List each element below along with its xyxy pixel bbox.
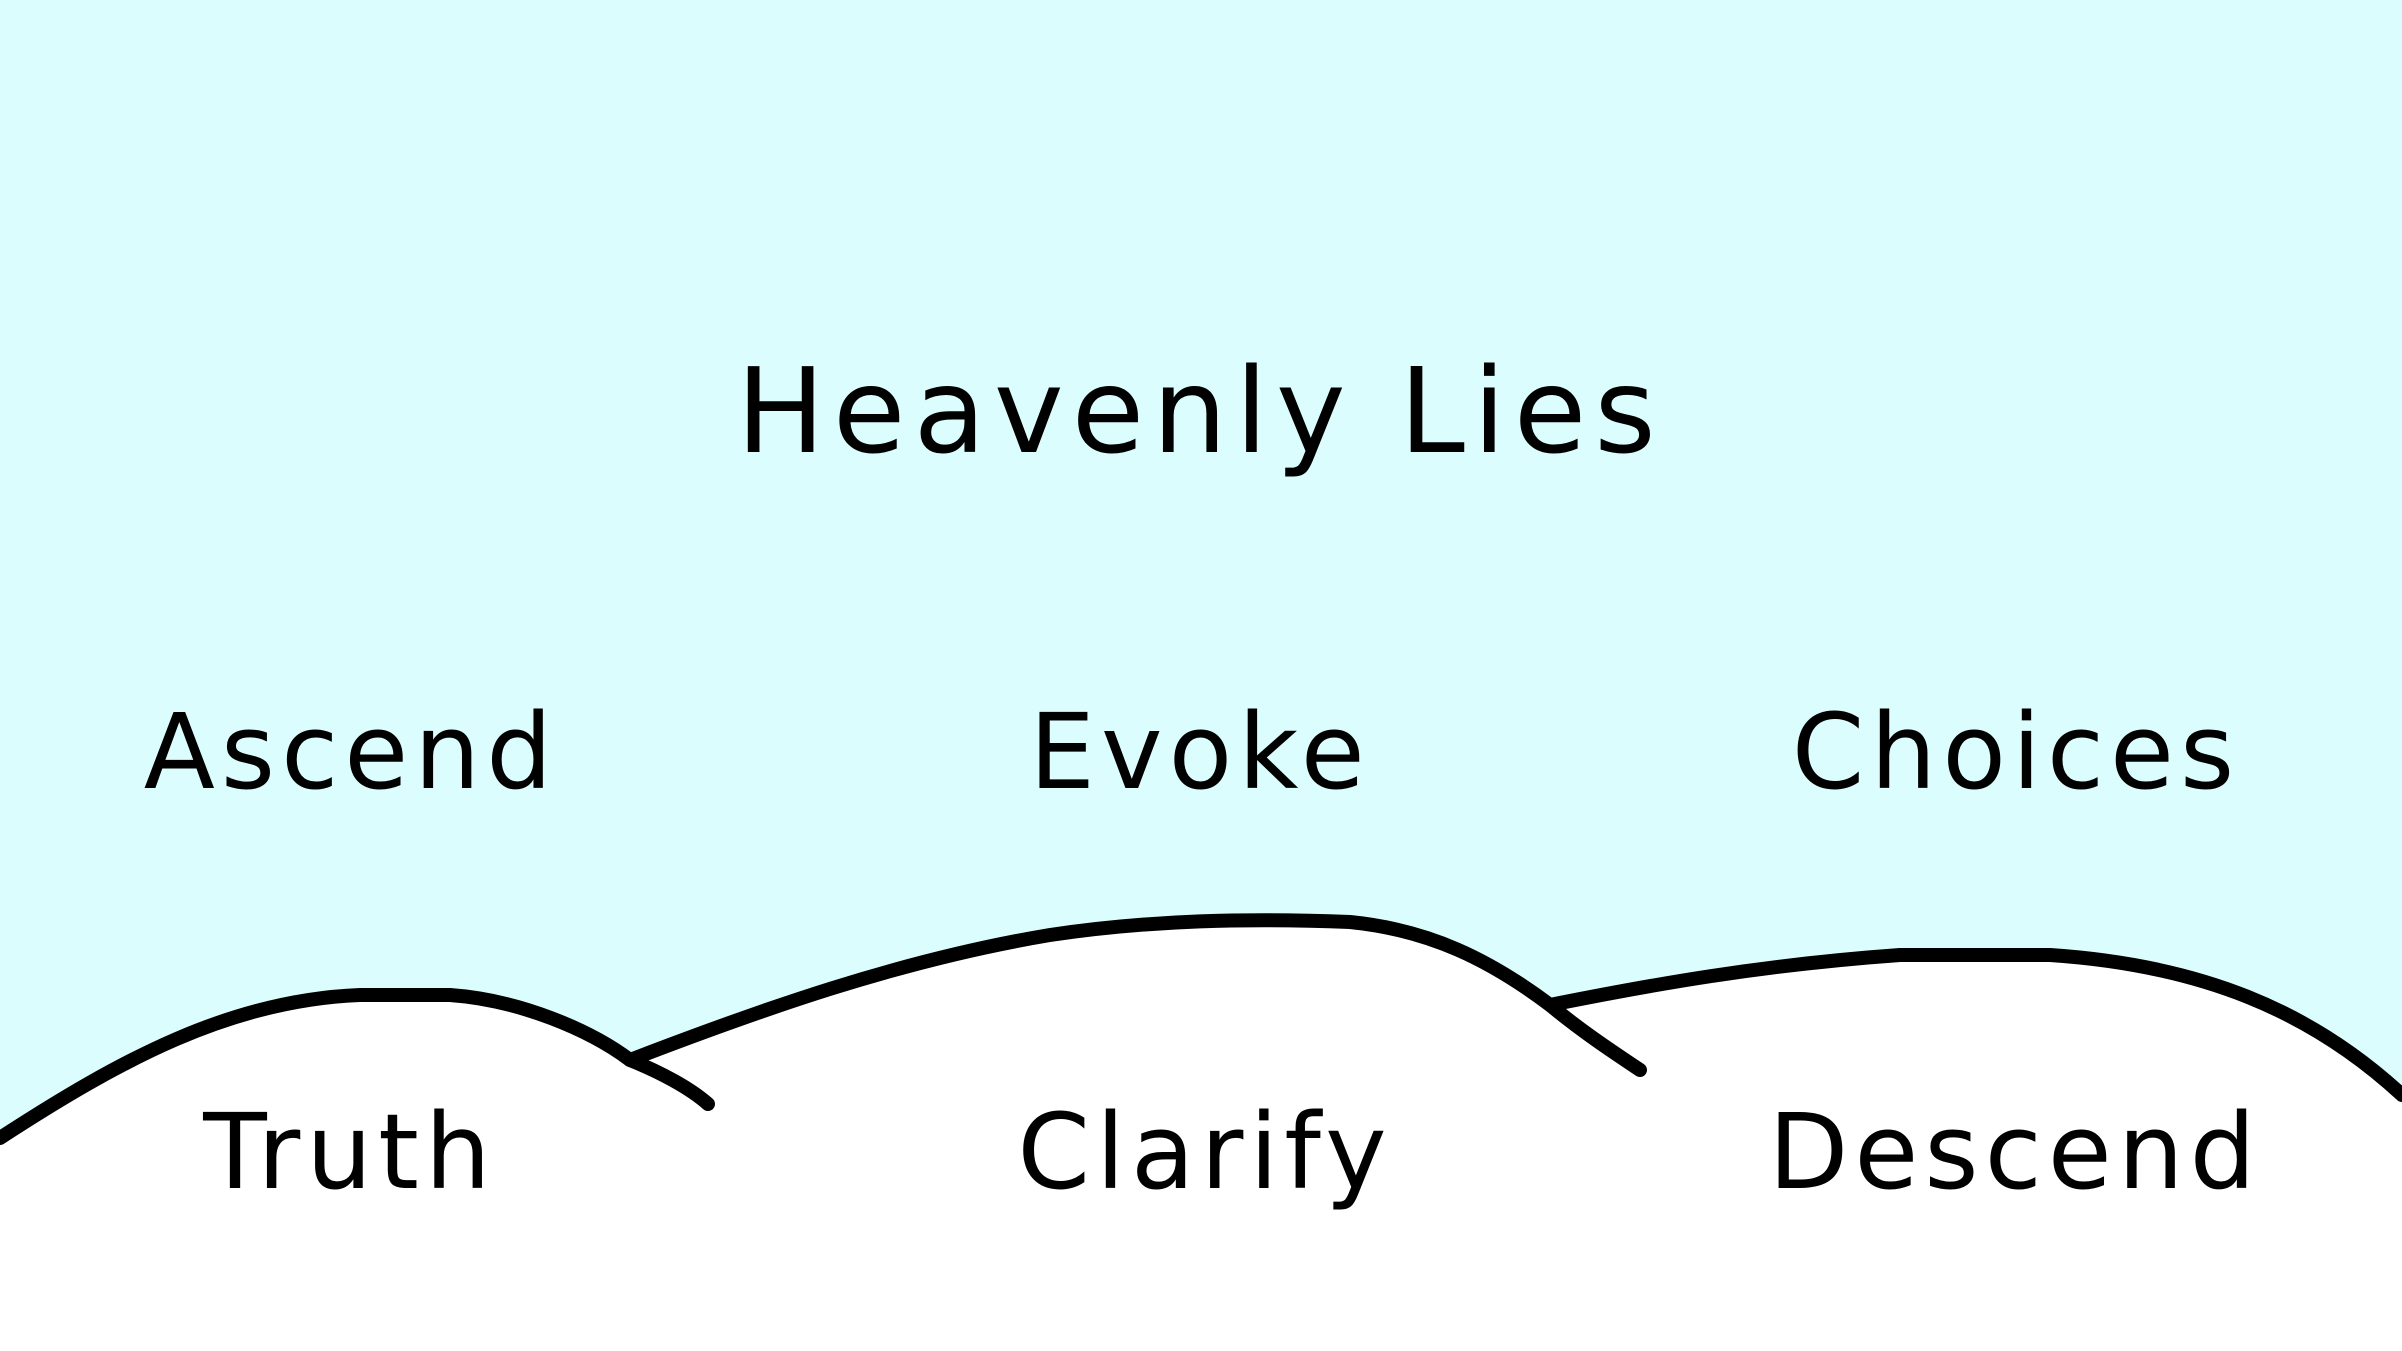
cloud-fill: [0, 920, 2402, 1351]
menu-clarify-button[interactable]: Clarify: [1017, 1091, 1393, 1213]
menu-evoke-button[interactable]: Evoke: [1029, 691, 1371, 813]
menu-descend-button[interactable]: Descend: [1768, 1091, 2262, 1213]
game-title: Heavenly Lies: [736, 342, 1664, 480]
menu-choices-button[interactable]: Choices: [1791, 691, 2241, 813]
cloud-outline-right: [1543, 948, 2402, 1102]
cloud-outline-left: [0, 988, 715, 1145]
menu-truth-button[interactable]: Truth: [203, 1091, 497, 1213]
menu-ascend-button[interactable]: Ascend: [143, 691, 559, 813]
